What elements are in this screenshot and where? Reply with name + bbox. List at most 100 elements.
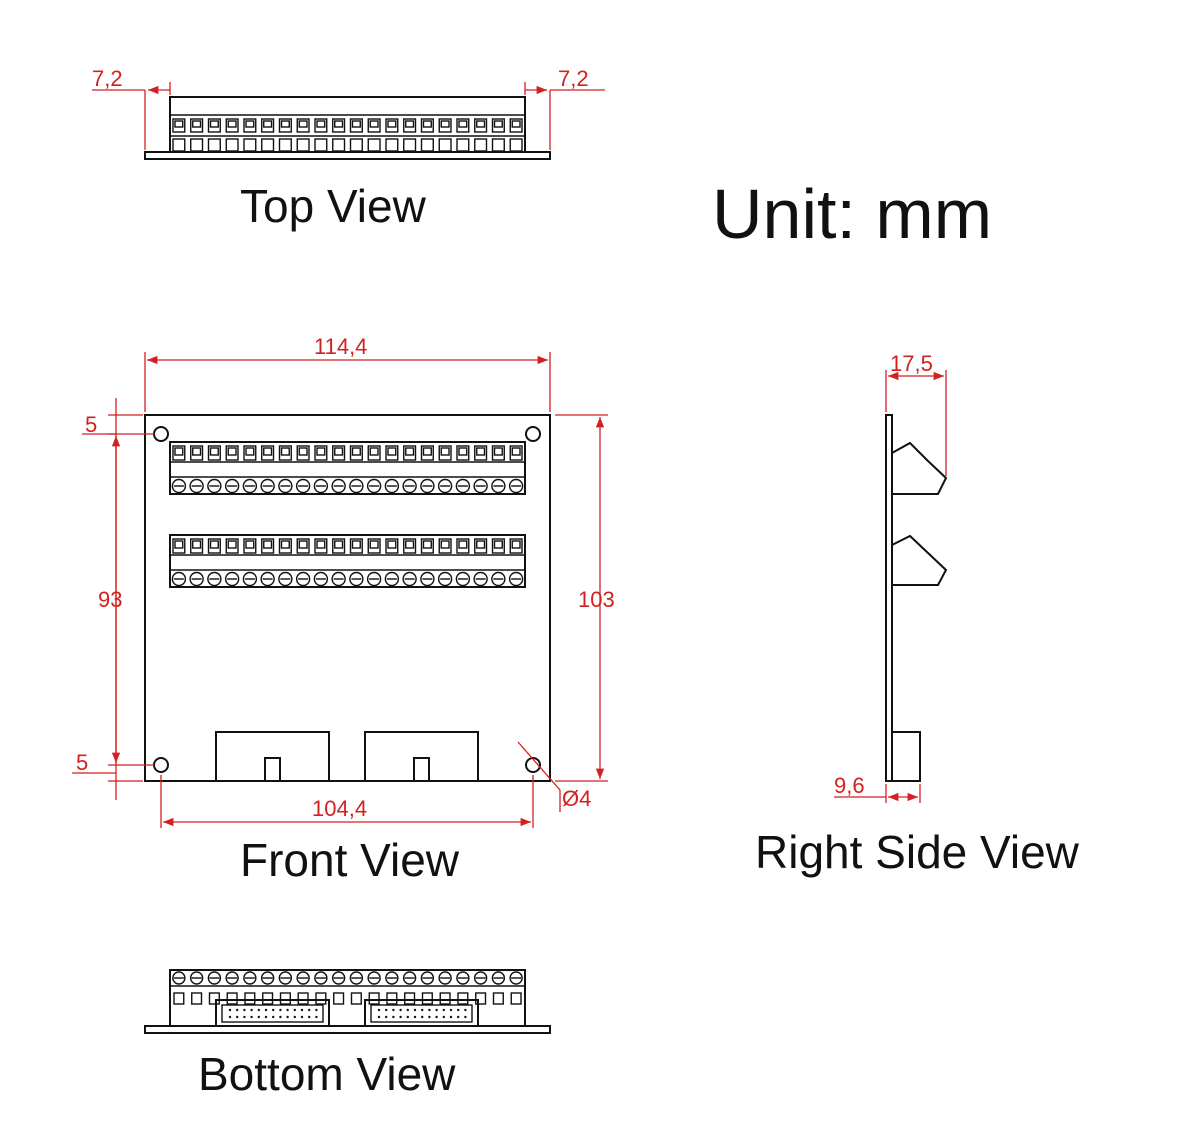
terminal-pin — [456, 118, 470, 133]
terminal-pin — [278, 445, 292, 461]
terminal-pin-base — [261, 138, 275, 152]
terminal-pin-slot — [174, 447, 184, 456]
terminal-pin — [172, 445, 186, 461]
terminal-screw — [473, 571, 488, 587]
idc-connector-left — [215, 731, 330, 782]
terminal-pin-base — [386, 992, 398, 1005]
terminal-pin-slot — [263, 447, 273, 456]
terminal-pin — [225, 118, 239, 133]
idc-pin — [442, 1008, 445, 1012]
terminal-pin-slot — [476, 447, 486, 456]
unit-label: Unit: mm — [712, 175, 992, 253]
front-view: 114,4 104,4 103 93 5 5 Ø4 Front View — [72, 334, 615, 886]
terminal-pin — [367, 445, 381, 461]
front-view-pcb — [144, 414, 551, 782]
terminal-screw — [366, 478, 382, 494]
terminal-pin-base — [244, 992, 256, 1005]
terminal-pin-base — [420, 138, 434, 152]
top-view-pcb — [144, 151, 551, 160]
terminal-pin-slot — [405, 120, 415, 128]
terminal-pin-slot — [369, 540, 379, 549]
terminal-pin — [243, 118, 257, 133]
terminal-pin — [491, 445, 505, 461]
idc-pin — [421, 1015, 424, 1019]
terminal-pin-slot — [387, 447, 397, 456]
idc-pin — [377, 1015, 381, 1019]
terminal-pin-base — [226, 992, 238, 1005]
terminal-screw — [331, 571, 346, 587]
terminal-pin-slot — [227, 540, 237, 549]
terminal-pin — [261, 445, 275, 461]
terminal-block-upper — [169, 441, 526, 495]
terminal-screw — [172, 971, 186, 985]
idc-pin — [377, 1008, 381, 1012]
terminal-screw — [224, 571, 240, 587]
terminal-pin — [385, 445, 399, 461]
terminal-pin-slot — [192, 120, 202, 128]
terminal-screw — [384, 571, 400, 587]
terminal-pin-slot — [387, 540, 397, 549]
terminal-pin — [207, 538, 221, 554]
terminal-screw — [438, 971, 452, 985]
terminal-pin — [385, 118, 399, 133]
terminal-screw — [295, 478, 311, 494]
terminal-pin — [420, 538, 434, 554]
idc-pin — [236, 1015, 239, 1019]
terminal-pin-slot — [405, 540, 415, 549]
terminal-pin — [474, 118, 488, 133]
terminal-pin-slot — [511, 540, 521, 549]
terminal-screw — [349, 478, 364, 494]
terminal-pin — [190, 118, 204, 133]
idc-pin — [250, 1015, 253, 1019]
bottom-view-pcb — [144, 1025, 551, 1034]
terminal-pin-slot — [476, 540, 486, 549]
terminal-pin — [332, 538, 346, 554]
terminal-pin — [509, 538, 523, 554]
terminal-screw — [295, 571, 311, 587]
terminal-pin-slot — [298, 540, 308, 549]
idc-pin — [399, 1015, 402, 1019]
terminal-pin-slot — [476, 120, 486, 128]
terminal-pin-slot — [209, 540, 219, 549]
idc-pin — [272, 1015, 275, 1019]
terminal-screw — [367, 971, 381, 985]
idc-pin — [264, 1008, 268, 1012]
terminal-pin-slot — [334, 447, 344, 456]
terminal-screw — [189, 571, 204, 587]
terminal-pin — [243, 538, 257, 554]
top-view-terminal-block — [169, 96, 526, 153]
terminal-screw — [402, 478, 417, 494]
terminal-screw — [171, 478, 187, 494]
terminal-pin-slot — [493, 540, 503, 549]
idc-pin — [257, 1015, 260, 1019]
terminal-pin — [172, 538, 186, 554]
idc-pin — [286, 1008, 289, 1012]
terminal-screw — [437, 571, 453, 587]
bottom-view-terminal-block — [169, 969, 526, 1027]
terminal-pin-base — [172, 138, 186, 152]
terminal-screw — [420, 971, 435, 985]
idc-pin — [449, 1015, 453, 1019]
side-view-terminal-upper — [891, 441, 948, 495]
terminal-pin-slot — [387, 120, 397, 128]
right-side-view: 17,5 9,6 Right Side View — [755, 351, 1080, 878]
terminal-pin-slot — [334, 540, 344, 549]
idc-pin — [413, 1008, 417, 1012]
idc-pin — [279, 1015, 282, 1019]
terminal-pin — [420, 445, 434, 461]
mounting-hole-bottom-right — [525, 757, 541, 773]
terminal-pin-base — [350, 992, 362, 1005]
terminal-pin-slot — [227, 447, 237, 456]
terminal-pin — [491, 118, 505, 133]
terminal-pin — [403, 538, 417, 554]
terminal-pin-slot — [334, 120, 344, 128]
terminal-pin — [225, 538, 239, 554]
idc-pin — [286, 1015, 289, 1019]
terminal-screw — [207, 571, 222, 587]
idc-pin — [428, 1008, 431, 1012]
terminal-screw — [473, 971, 488, 985]
top-view-title: Top View — [240, 180, 427, 232]
terminal-pin — [385, 538, 399, 554]
terminal-pin — [190, 445, 204, 461]
bottom-view-title: Bottom View — [198, 1048, 456, 1100]
